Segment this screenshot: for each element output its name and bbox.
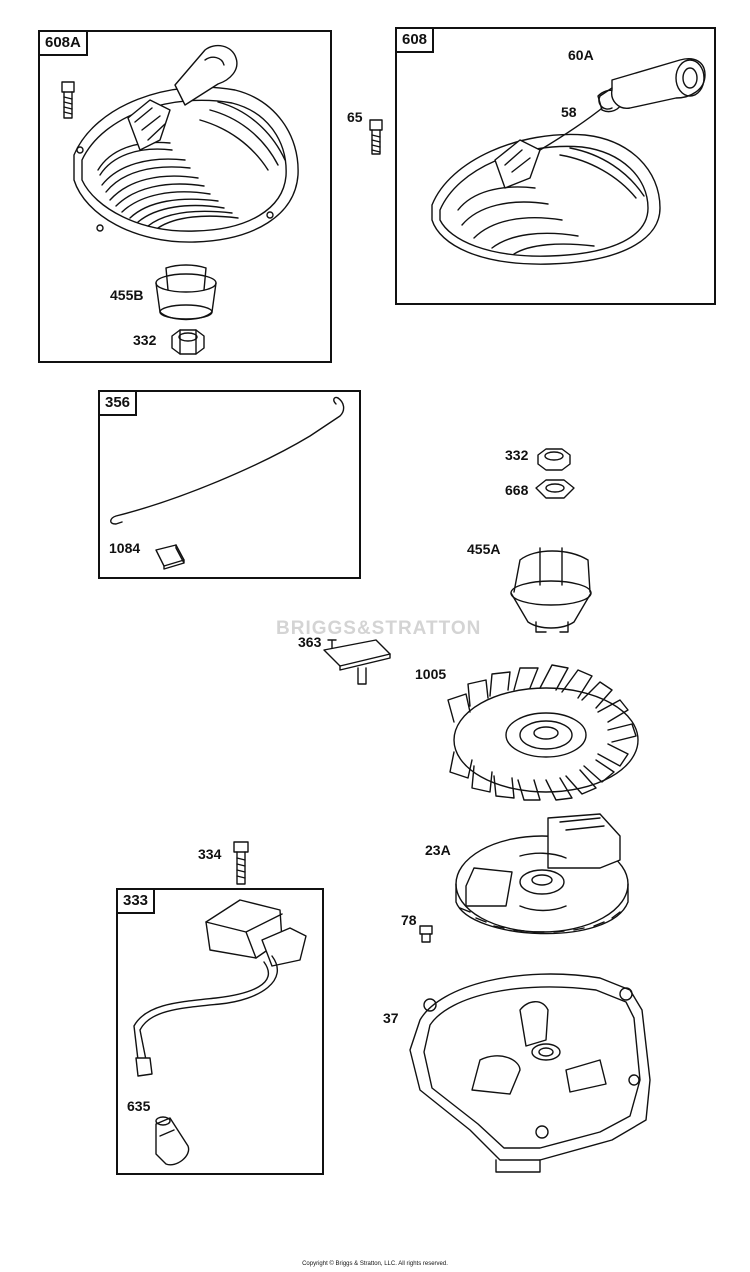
ignition-module-333-drawing	[133, 899, 307, 1077]
group-tag-608[interactable]: 608	[397, 29, 435, 53]
cup-455A-drawing	[510, 547, 592, 633]
part-label-334[interactable]: 334	[198, 846, 222, 862]
flywheel-fan-1005-drawing	[447, 664, 639, 801]
part-label-332-left[interactable]: 332	[133, 332, 157, 348]
bracket-363-drawing	[323, 639, 391, 685]
part-label-65[interactable]: 65	[347, 109, 363, 125]
recoil-starter-608-drawing	[431, 89, 661, 265]
part-label-37[interactable]: 37	[383, 1010, 399, 1026]
part-label-455B[interactable]: 455B	[110, 287, 144, 303]
part-label-60A[interactable]: 60A	[568, 47, 594, 63]
group-box-608: 608	[395, 27, 716, 305]
bolt-334-drawing	[233, 841, 249, 885]
part-label-332-right[interactable]: 332	[505, 447, 529, 463]
part-label-23A[interactable]: 23A	[425, 842, 451, 858]
group-box-333: 333	[116, 888, 324, 1175]
part-label-455A[interactable]: 455A	[467, 541, 501, 557]
part-label-635[interactable]: 635	[127, 1098, 151, 1114]
bushing-1084-drawing	[155, 544, 185, 570]
group-box-608A: 608A	[38, 30, 332, 363]
bolt-608A-drawing	[61, 81, 75, 119]
part-label-668[interactable]: 668	[505, 482, 529, 498]
group-tag-608A[interactable]: 608A	[40, 32, 88, 56]
copyright-notice: Copyright © Briggs & Stratton, LLC. All …	[302, 1261, 448, 1267]
group-box-356: 356	[98, 390, 361, 579]
handle-60A-drawing	[598, 58, 706, 110]
nut-332-right-drawing	[537, 448, 571, 471]
group-tag-333[interactable]: 333	[118, 890, 156, 914]
recoil-starter-608A-drawing	[73, 44, 299, 243]
cup-455B-drawing	[155, 264, 217, 321]
flywheel-23A-drawing	[455, 813, 629, 935]
watermark-logo: BRIGGS&STRATTON	[276, 618, 482, 639]
part-label-363[interactable]: 363	[298, 634, 322, 650]
part-label-1005[interactable]: 1005	[415, 666, 447, 682]
governor-link-356-drawing	[110, 396, 345, 525]
part-label-58[interactable]: 58	[561, 104, 577, 120]
bolt-78-drawing	[419, 925, 433, 943]
part-label-78[interactable]: 78	[401, 912, 417, 928]
blower-housing-37-drawing	[409, 973, 651, 1173]
bolt-65-drawing	[369, 119, 383, 155]
nut-332-left-drawing	[171, 329, 205, 355]
part-label-1084[interactable]: 1084	[109, 540, 141, 556]
washer-668-drawing	[535, 479, 575, 499]
group-tag-356[interactable]: 356	[100, 392, 138, 416]
spark-plug-boot-635-drawing	[155, 1116, 190, 1166]
